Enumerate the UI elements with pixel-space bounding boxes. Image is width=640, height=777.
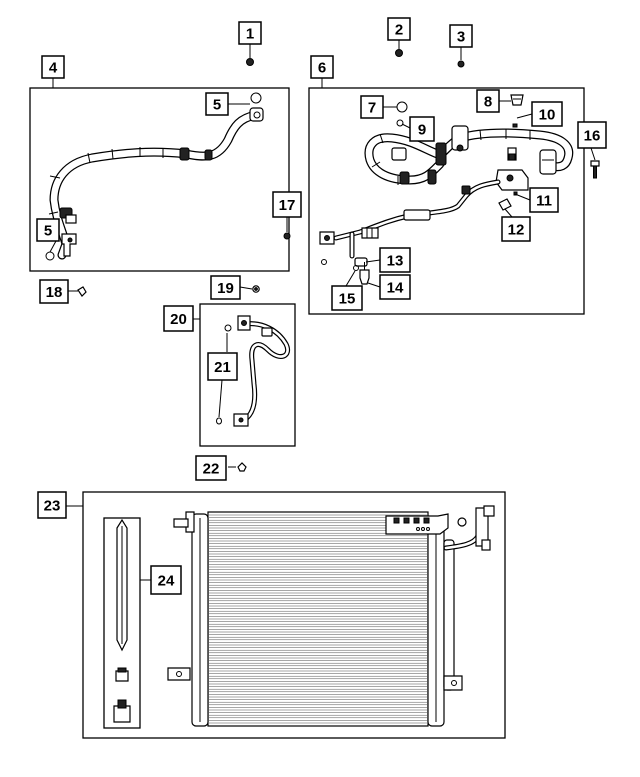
svg-text:8: 8 xyxy=(484,94,492,111)
callout-20: 20 xyxy=(163,305,194,332)
o-ring-7 xyxy=(396,101,408,113)
svg-text:12: 12 xyxy=(508,222,525,239)
group-frame-23 xyxy=(82,491,506,739)
svg-text:5: 5 xyxy=(44,223,52,240)
group-frame-4 xyxy=(29,87,290,272)
cap-8 xyxy=(510,94,524,106)
svg-text:1: 1 xyxy=(246,26,254,43)
svg-text:21: 21 xyxy=(214,359,231,376)
svg-text:7: 7 xyxy=(368,100,376,117)
callout-7: 7 xyxy=(360,95,384,119)
callout-5-top: 5 xyxy=(205,92,229,116)
svg-text:24: 24 xyxy=(158,573,175,590)
callout-22: 22 xyxy=(195,455,227,481)
o-ring-5-top xyxy=(250,92,262,104)
callout-1: 1 xyxy=(238,21,262,45)
svg-text:23: 23 xyxy=(44,498,61,515)
clip-18 xyxy=(77,286,87,297)
svg-text:5: 5 xyxy=(213,97,221,114)
svg-text:16: 16 xyxy=(584,128,601,145)
callout-16: 16 xyxy=(577,121,607,149)
group-frame-20 xyxy=(199,303,296,447)
svg-text:11: 11 xyxy=(536,193,552,210)
callout-5-bottom: 5 xyxy=(36,218,60,242)
callout-11: 11 xyxy=(529,187,559,213)
o-ring-15 xyxy=(353,265,359,271)
callout-4: 4 xyxy=(41,55,65,79)
callout-2: 2 xyxy=(387,17,411,41)
svg-text:2: 2 xyxy=(395,22,403,39)
svg-text:19: 19 xyxy=(217,280,234,297)
svg-text:17: 17 xyxy=(279,197,296,214)
tube-assembly-20 xyxy=(216,315,290,427)
sensor-14 xyxy=(359,262,370,285)
seal-19 xyxy=(252,285,260,293)
callout-13: 13 xyxy=(379,247,411,273)
callout-6: 6 xyxy=(310,55,334,79)
condenser-fins xyxy=(209,514,427,724)
svg-text:20: 20 xyxy=(170,311,187,328)
svg-text:15: 15 xyxy=(339,291,356,308)
drier-element-24 xyxy=(113,518,131,723)
callout-9: 9 xyxy=(409,116,435,142)
cap-12 xyxy=(498,198,512,211)
callout-12: 12 xyxy=(501,216,531,242)
svg-text:10: 10 xyxy=(539,107,556,124)
condenser-23 xyxy=(167,505,495,727)
group-frame-24 xyxy=(103,517,141,729)
callout-8: 8 xyxy=(476,89,500,113)
svg-text:4: 4 xyxy=(49,60,58,77)
svg-text:9: 9 xyxy=(418,122,426,139)
callout-21: 21 xyxy=(207,352,238,381)
callout-14: 14 xyxy=(379,274,411,300)
group-frame-6 xyxy=(308,87,585,315)
o-ring-5-bottom xyxy=(45,251,55,261)
callout-17: 17 xyxy=(272,191,302,218)
callout-23: 23 xyxy=(37,491,67,519)
leader-lines xyxy=(49,40,596,581)
clip-22 xyxy=(237,462,247,472)
nut-1 xyxy=(246,58,254,66)
o-ring-9 xyxy=(396,119,404,127)
callout-10: 10 xyxy=(531,101,563,127)
callout-24: 24 xyxy=(150,565,182,595)
svg-text:14: 14 xyxy=(387,280,404,297)
svg-text:22: 22 xyxy=(203,461,220,478)
callout-18: 18 xyxy=(39,279,69,304)
nut-3 xyxy=(457,60,465,68)
svg-text:6: 6 xyxy=(318,60,326,77)
nut-17 xyxy=(283,232,291,240)
callout-3: 3 xyxy=(449,24,473,48)
svg-text:3: 3 xyxy=(457,29,465,46)
switch-13 xyxy=(354,257,368,267)
callout-15: 15 xyxy=(331,285,363,311)
bolt-16 xyxy=(590,160,600,179)
hose-assembly-4 xyxy=(48,107,264,260)
callout-19: 19 xyxy=(210,275,241,300)
svg-text:13: 13 xyxy=(387,253,404,270)
svg-text:18: 18 xyxy=(46,284,63,301)
nut-2 xyxy=(395,49,403,57)
hose-assembly-6 xyxy=(319,125,574,265)
